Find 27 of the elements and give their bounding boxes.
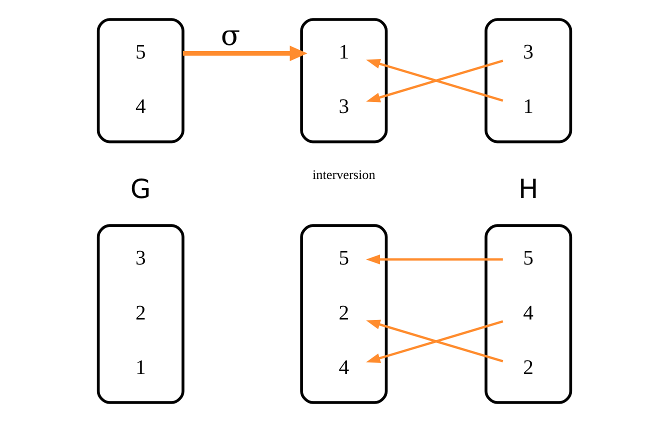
node-text: 5 [522,248,534,270]
node-text: 5 [134,42,146,64]
node-text: 3 [522,42,534,64]
cluster [96,18,184,144]
node-text: 2 [522,356,534,379]
edge-label: σ [220,18,240,52]
cluster [96,224,184,404]
node-text: 4 [338,356,349,379]
cluster [484,224,572,404]
node-text: 2 [338,302,349,324]
node-text: 4 [134,96,146,118]
arrow [365,254,502,264]
node-text: 4 [522,302,534,324]
label: interversion [312,167,375,182]
label: H [518,175,538,206]
node-text: 2 [134,302,146,324]
label: G [130,175,150,206]
cluster [300,18,388,144]
arrow [182,46,307,62]
node-text: 3 [338,96,349,118]
node-text: 5 [338,248,349,270]
node-text: 3 [134,248,146,270]
cluster [300,224,388,404]
cluster [484,18,572,144]
node-text: 1 [522,96,534,118]
node-text: 1 [134,356,146,379]
node-text: 1 [338,42,349,64]
